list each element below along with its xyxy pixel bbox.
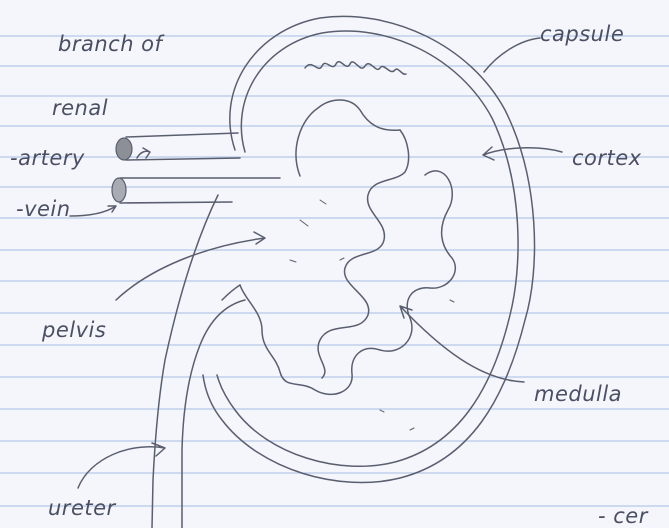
renal-vein [120, 178, 280, 203]
artery-pointer [137, 148, 150, 158]
renal-artery [126, 133, 240, 160]
ureter-left-wall [152, 195, 218, 528]
medulla-pointer [400, 306, 524, 382]
kidney-cortex-outline [217, 31, 518, 466]
pelvis-medulla-boundary [318, 130, 409, 378]
kidney-capsule-outline [203, 16, 535, 482]
label-artery: -artery [10, 146, 85, 170]
label-medulla: medulla [534, 382, 622, 406]
label-pelvis: pelvis [42, 318, 106, 342]
label-branch-of: branch of [58, 32, 162, 56]
artery-cut-end [116, 138, 132, 160]
capsule-pointer [484, 38, 540, 72]
label-capsule: capsule [540, 22, 624, 46]
ureter-pointer [78, 443, 165, 488]
label-cortex: cortex [572, 146, 642, 170]
papillae-squiggles [305, 62, 406, 75]
ureter-right-wall [182, 300, 245, 528]
pencil-specks [290, 200, 454, 430]
medulla-pyramid-outline [240, 171, 455, 394]
label-partial-text: - cer [598, 504, 648, 528]
vein-pointer [70, 206, 116, 216]
vein-cut-end [112, 178, 126, 202]
label-ureter: ureter [48, 496, 116, 520]
ureter-join-curve [222, 285, 240, 300]
label-vein: -vein [16, 197, 71, 221]
hilum-outline [296, 100, 400, 176]
label-renal: renal [52, 96, 108, 120]
